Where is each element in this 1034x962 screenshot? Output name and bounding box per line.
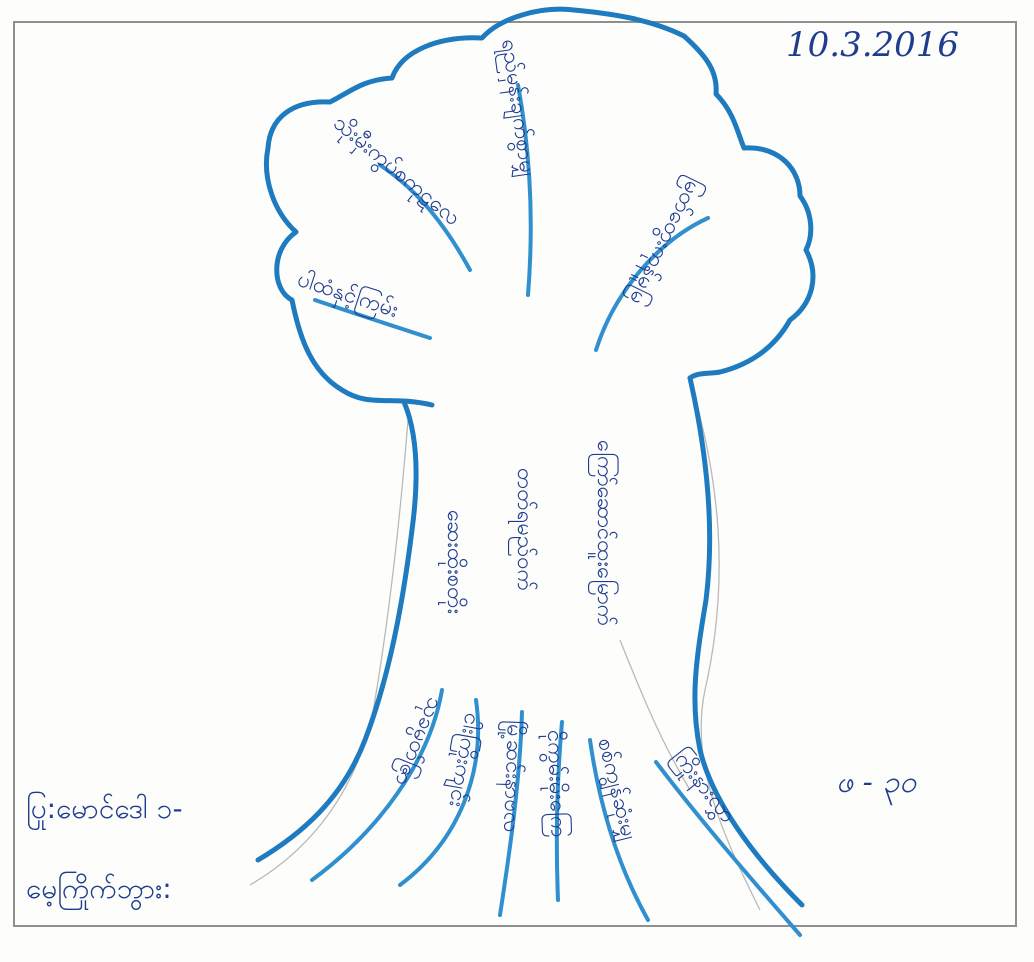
date-label: 10.3.2016 bbox=[786, 25, 959, 65]
trunk-label-2: တတ်ရမည်ဝက် bbox=[508, 468, 538, 591]
crown-label-1: သိုးမှီးကွပ်စကုဋလေ bbox=[325, 110, 466, 235]
root-label-3: မြို့ဆင်းနာဗလ bbox=[494, 720, 529, 833]
tree-crown-outline bbox=[266, 9, 813, 405]
root-label-4: ငိုကွမ်းမိုးကြေ bbox=[537, 729, 573, 838]
footer-line-1: ပြု:မောင်ဒေါ ၁- bbox=[26, 790, 183, 831]
crown-label-2: ရည်မှန်းချက်စွာမျှ bbox=[491, 37, 541, 179]
root-branch-6 bbox=[656, 762, 800, 935]
footer-line-2: မေ့ကြိုက်ဘွား: bbox=[26, 870, 172, 911]
pencil-guide-left bbox=[250, 420, 408, 885]
root-label-5: စစ်ကျွန်ဆုံးမျှ bbox=[587, 735, 642, 844]
trunk-left-outline bbox=[258, 402, 416, 860]
trunk-label-1: ဆေးထိုးစတိုး bbox=[438, 510, 468, 614]
crown-label-3: မြတ်တွေးကုန်မူမြ bbox=[619, 171, 708, 309]
root-label-1: သုခမ္ပတ်ဇြာ bbox=[386, 692, 450, 790]
page-code-label: ဖ - ၃၀ bbox=[836, 765, 917, 806]
trunk-label-3: ကြော်ဆောင်ထူးမြောက် bbox=[588, 440, 619, 626]
root-label-2: ငါးကြိုးကျင်း bbox=[440, 710, 487, 809]
crown-label-4: ပါထံနှင့်ကြမ်း bbox=[293, 265, 402, 328]
